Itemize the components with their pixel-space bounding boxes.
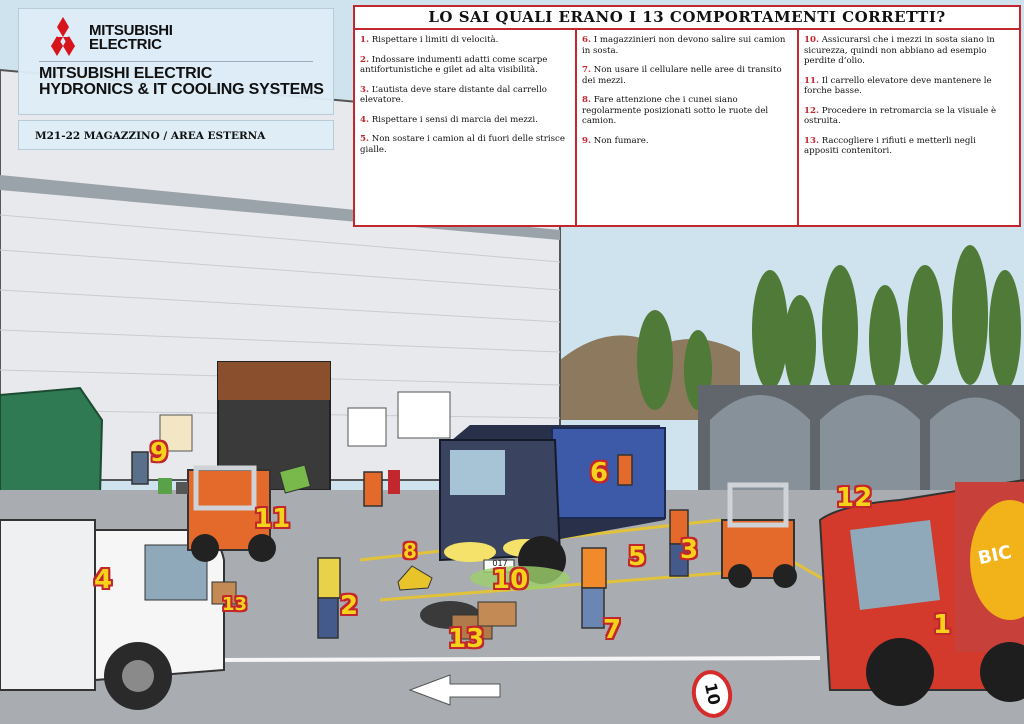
rule-item: 3. L’autista deve stare distante dal car… xyxy=(360,85,569,106)
brand-name-line1: MITSUBISHI xyxy=(89,22,173,39)
rule-text: Raccogliere i rifiuti e metterli negli a… xyxy=(804,135,976,157)
division-name-line1: MITSUBISHI ELECTRIC xyxy=(39,65,213,82)
scene-marker-2: 2 xyxy=(340,591,359,621)
scene-marker-12: 12 xyxy=(836,483,873,513)
rules-panel: LO SAI QUALI ERANO I 13 COMPORTAMENTI CO… xyxy=(353,5,1021,227)
rule-number: 6. xyxy=(582,35,591,45)
rule-item: 6. I magazzinieri non devono salire sui … xyxy=(582,35,791,56)
rule-text: Non sostare i camion al di fuori delle s… xyxy=(360,134,565,155)
rule-number: 12. xyxy=(804,105,819,116)
rule-item: 9. Non fumare. xyxy=(582,136,791,147)
scene-marker-13-center: 13 xyxy=(448,624,485,654)
truck-plate: 017 xyxy=(492,559,508,568)
company-logo-panel: MITSUBISHI ELECTRIC MITSUBISHI ELECTRIC … xyxy=(18,8,334,115)
rules-column-1: 1. Rispettare i limiti di velocità. 2. I… xyxy=(355,30,577,225)
rule-item: 1. Rispettare i limiti di velocità. xyxy=(360,35,569,46)
mitsubishi-diamonds-icon xyxy=(51,17,75,56)
scene-marker-4: 4 xyxy=(94,565,113,595)
scene-marker-13-left: 13 xyxy=(222,594,248,615)
brand-name-line2: ELECTRIC xyxy=(89,36,162,53)
scene-marker-5: 5 xyxy=(628,542,647,572)
rule-text: Rispettare i limiti di velocità. xyxy=(371,35,499,45)
rule-number: 9. xyxy=(582,135,591,146)
rule-number: 10. xyxy=(804,35,819,45)
rule-text: Non usare il cellulare nelle aree di tra… xyxy=(582,65,782,86)
rule-text: Assicurarsi che i mezzi in sosta siano i… xyxy=(804,35,995,66)
rule-item: 7. Non usare il cellulare nelle aree di … xyxy=(582,65,791,86)
rule-number: 2. xyxy=(360,54,369,65)
rule-item: 13. Raccogliere i rifiuti e metterli neg… xyxy=(804,136,1013,157)
division-name-line2: HYDRONICS & IT COOLING SYSTEMS xyxy=(39,81,324,98)
rules-column-3: 10. Assicurarsi che i mezzi in sosta sia… xyxy=(799,30,1019,225)
rule-item: 8. Fare attenzione che i cunei siano reg… xyxy=(582,95,791,127)
rule-item: 11. Il carrello elevatore deve mantenere… xyxy=(804,76,1013,97)
rule-number: 3. xyxy=(360,84,369,95)
rule-number: 1. xyxy=(360,35,369,45)
rules-column-2: 6. I magazzinieri non devono salire sui … xyxy=(577,30,799,225)
rules-title: LO SAI QUALI ERANO I 13 COMPORTAMENTI CO… xyxy=(355,7,1019,30)
rule-text: Il carrello elevatore deve mantenere le … xyxy=(804,75,992,97)
rule-text: Indossare indumenti adatti come scarpe a… xyxy=(360,54,548,76)
rule-text: Non fumare. xyxy=(593,135,649,146)
scene-marker-9: 9 xyxy=(150,438,169,468)
scene-marker-6: 6 xyxy=(590,458,609,488)
rule-number: 13. xyxy=(804,135,819,146)
scene-marker-1: 1 xyxy=(933,610,952,640)
rule-item: 12. Procedere in retromarcia se la visua… xyxy=(804,106,1013,127)
rule-text: L’autista deve stare distante dal carrel… xyxy=(360,84,547,106)
scene-marker-3: 3 xyxy=(680,535,699,565)
rule-text: Rispettare i sensi di marcia dei mezzi. xyxy=(371,114,538,125)
scene-marker-8: 8 xyxy=(403,539,417,563)
rules-columns: 1. Rispettare i limiti di velocità. 2. I… xyxy=(355,30,1019,225)
rule-item: 10. Assicurarsi che i mezzi in sosta sia… xyxy=(804,35,1013,67)
rule-text: Procedere in retromarcia se la visuale è… xyxy=(804,105,997,127)
rule-number: 5. xyxy=(360,134,369,144)
area-label: M21-22 MAGAZZINO / AREA ESTERNA xyxy=(18,120,334,150)
logo-divider xyxy=(39,61,313,62)
scene-marker-7: 7 xyxy=(603,615,622,645)
rule-text: I magazzinieri non devono salire sui cam… xyxy=(582,35,786,56)
rule-text: Fare attenzione che i cunei siano regola… xyxy=(582,95,769,126)
rule-item: 5. Non sostare i camion al di fuori dell… xyxy=(360,134,569,155)
scene-marker-10: 10 xyxy=(492,565,529,595)
rule-item: 4. Rispettare i sensi di marcia dei mezz… xyxy=(360,115,569,126)
rule-number: 11. xyxy=(804,75,819,86)
rule-number: 8. xyxy=(582,95,591,105)
scene-marker-11: 11 xyxy=(254,504,291,534)
rule-item: 2. Indossare indumenti adatti come scarp… xyxy=(360,55,569,76)
rule-number: 4. xyxy=(360,114,369,125)
rule-number: 7. xyxy=(582,65,591,75)
